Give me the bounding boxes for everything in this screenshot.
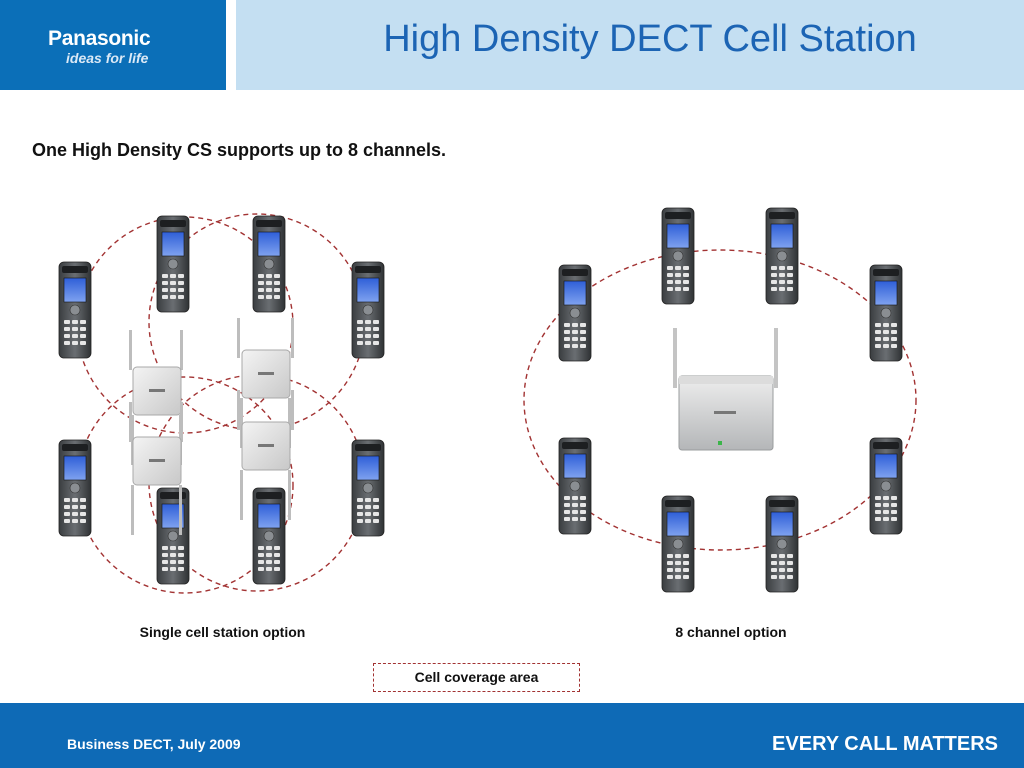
footer-bar: Business DECT, July 2009 EVERY CALL MATT… xyxy=(0,703,1024,768)
cell-station-icon xyxy=(129,330,183,466)
logo-tagline: ideas for life xyxy=(66,50,149,66)
logo-brand-text: Panasonic xyxy=(48,27,151,50)
handset-icon xyxy=(252,487,286,585)
left-caption: Single cell station option xyxy=(139,624,306,640)
cell-station-icon xyxy=(129,402,183,536)
coverage-ellipse xyxy=(523,249,917,551)
panasonic-logo: Panasonic ideas for life xyxy=(0,0,226,90)
handset-icon xyxy=(252,215,286,313)
handset-icon xyxy=(156,215,190,313)
handset-icon xyxy=(156,487,190,585)
page-title: High Density DECT Cell Station xyxy=(383,18,917,60)
title-band: High Density DECT Cell Station xyxy=(236,0,1024,90)
handset-icon xyxy=(661,495,695,593)
cell-station-icon xyxy=(237,318,294,449)
handset-icon xyxy=(58,439,92,537)
handset-icon xyxy=(765,495,799,593)
high-density-cell-station-icon xyxy=(673,328,778,451)
handset-icon xyxy=(558,437,592,535)
cell-station-icon xyxy=(237,390,294,521)
handset-icon xyxy=(765,207,799,305)
right-caption: 8 channel option xyxy=(675,624,787,640)
handset-icon xyxy=(351,439,385,537)
handset-icon xyxy=(351,261,385,359)
slide-subtitle: One High Density CS supports up to 8 cha… xyxy=(32,140,447,160)
handset-icon xyxy=(661,207,695,305)
footer-slogan: EVERY CALL MATTERS xyxy=(772,733,998,755)
handset-icon xyxy=(58,261,92,359)
handset-icon xyxy=(869,264,903,362)
handset-icon xyxy=(869,437,903,535)
legend-coverage-area: Cell coverage area xyxy=(373,663,580,692)
coverage-circle xyxy=(76,376,294,594)
footer-date: Business DECT, July 2009 xyxy=(67,736,241,752)
handset-icon xyxy=(558,264,592,362)
